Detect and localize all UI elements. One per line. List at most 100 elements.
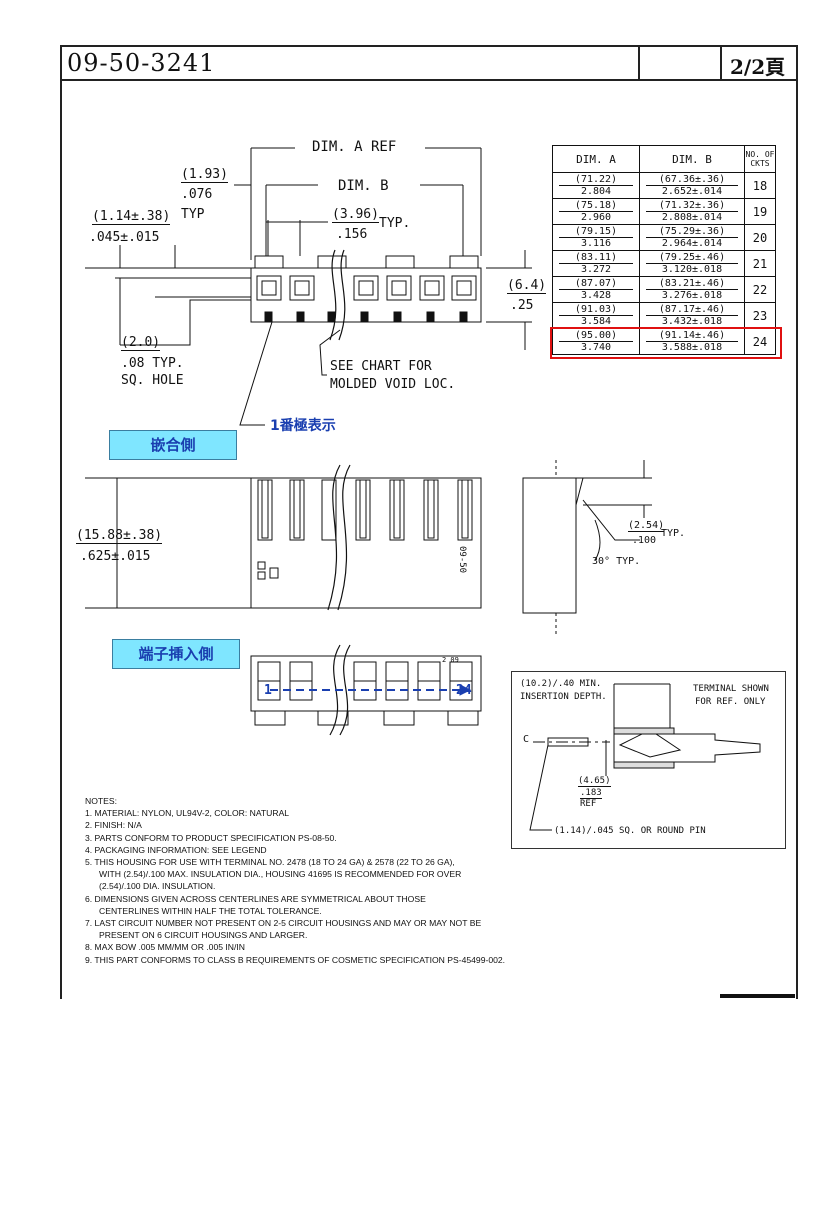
housing-end-view bbox=[522, 477, 577, 614]
ckt-count: 23 bbox=[744, 302, 776, 329]
dim-b-in: 3.588±.018 bbox=[661, 342, 723, 353]
dim-b-in: 3.120±.018 bbox=[661, 264, 723, 275]
angle-label: 30° TYP. bbox=[592, 556, 641, 567]
drawing-sheet: 09-50-3241 2/2頁 bbox=[60, 45, 798, 999]
dim-a-in: 3.428 bbox=[580, 290, 612, 301]
dim-b-mm: (75.29±.36) bbox=[646, 226, 738, 238]
dim-a-in: 3.116 bbox=[580, 238, 612, 249]
dim-b-mm: (83.21±.46) bbox=[646, 278, 738, 290]
header-dim-b: DIM. B bbox=[639, 145, 745, 173]
dim-a-mm: (95.00) bbox=[559, 330, 633, 342]
dim-b-in: 3.276±.018 bbox=[661, 290, 723, 301]
dim-a-mm: (87.07) bbox=[559, 278, 633, 290]
header-divider bbox=[720, 47, 722, 79]
dim-b-in: 2.964±.014 bbox=[661, 238, 723, 249]
ckt-count: 21 bbox=[744, 250, 776, 277]
mating-side-label: 嵌合側 bbox=[109, 430, 237, 460]
dim-b-in: 2.808±.014 bbox=[661, 212, 723, 223]
insertion-detail bbox=[511, 671, 786, 849]
notes-title: NOTES: bbox=[85, 796, 117, 806]
bottom-bar bbox=[720, 994, 795, 998]
dim-b-mm: (67.36±.36) bbox=[646, 174, 738, 186]
table-row: (75.18)2.960 (71.32±.36)2.808±.014 19 bbox=[552, 198, 776, 225]
dim-465-in: .183 bbox=[580, 788, 602, 799]
header-dim-a: DIM. A bbox=[552, 145, 640, 173]
table-row: (87.07)3.428 (83.21±.46)3.276±.018 22 bbox=[552, 276, 776, 303]
dim-193-typ: TYP bbox=[181, 207, 205, 222]
dim-465-ref: REF bbox=[580, 799, 597, 809]
title-block: 09-50-3241 2/2頁 bbox=[62, 47, 796, 81]
pin-first-label: 1 bbox=[264, 683, 272, 698]
dim-a-mm: (75.18) bbox=[559, 200, 633, 212]
dim-254-in: .100 bbox=[632, 535, 657, 546]
chart-note-line-2: MOLDED VOID LOC. bbox=[330, 377, 456, 392]
dim-254-typ: TYP. bbox=[661, 528, 686, 539]
note-1: 1. MATERIAL: NYLON, UL94V-2, COLOR: NATU… bbox=[85, 808, 290, 819]
notes-block: NOTES: 1. MATERIAL: NYLON, UL94V-2, COLO… bbox=[85, 795, 505, 966]
ckt-count: 24 bbox=[744, 328, 776, 355]
dim-a-mm: (71.22) bbox=[559, 174, 633, 186]
dim-396-typ: TYP. bbox=[379, 216, 411, 231]
table-row: (95.00)3.740 (91.14±.46)3.588±.018 24 bbox=[552, 328, 776, 355]
dim-1588-mm: (15.88±.38) bbox=[76, 528, 163, 544]
centerline-label: C bbox=[523, 734, 530, 745]
dim-a-in: 3.740 bbox=[580, 342, 612, 353]
dim-64-mm: (6.4) bbox=[507, 278, 547, 294]
note-2: 2. FINISH: N/A bbox=[85, 820, 142, 831]
dim-a-mm: (83.11) bbox=[559, 252, 633, 264]
dim-20-mm: (2.0) bbox=[121, 335, 161, 351]
table-row: (71.22)2.804 (67.36±.36)2.652±.014 18 bbox=[552, 172, 776, 199]
table-row: (79.15)3.116 (75.29±.36)2.964±.014 20 bbox=[552, 224, 776, 251]
dim-254-mm: (2.54) bbox=[628, 520, 665, 532]
dim-396-mm: (3.96) bbox=[332, 207, 379, 223]
dim-b-mm: (79.25±.46) bbox=[646, 252, 738, 264]
mold-mark: 2 09 bbox=[442, 656, 459, 664]
dim-1588-in: .625±.015 bbox=[80, 549, 151, 564]
insertion-depth-2: INSERTION DEPTH. bbox=[520, 692, 607, 702]
dim-114-in: .045±.015 bbox=[89, 230, 160, 245]
terminal-shown-1: TERMINAL SHOWN bbox=[693, 684, 769, 694]
note-5-cont: WITH (2.54)/.100 MAX. INSULATION DIA., H… bbox=[99, 869, 462, 880]
dim-193-mm: (1.93) bbox=[181, 167, 228, 183]
header-ckts: NO. OF CKTS bbox=[744, 145, 776, 173]
terminal-shown-2: FOR REF. ONLY bbox=[695, 697, 766, 707]
pin-size-note: (1.14)/.045 SQ. OR ROUND PIN bbox=[554, 826, 706, 836]
note-4: 4. PACKAGING INFORMATION: SEE LEGEND bbox=[85, 844, 267, 855]
terminal-side-label: 端子挿入側 bbox=[112, 639, 240, 669]
dim-b-mm: (71.32±.36) bbox=[646, 200, 738, 212]
pin-last-label: 24 bbox=[456, 683, 472, 698]
dim-a-mm: (91.03) bbox=[559, 304, 633, 316]
dim-a-mm: (79.15) bbox=[559, 226, 633, 238]
dim-a-in: 2.960 bbox=[580, 212, 612, 223]
table-row: (83.11)3.272 (79.25±.46)3.120±.018 21 bbox=[552, 250, 776, 277]
note-5: 5. THIS HOUSING FOR USE WITH TERMINAL NO… bbox=[85, 857, 455, 868]
pin1-indicator-label: 1番極表示 bbox=[270, 418, 336, 434]
part-number: 09-50-3241 bbox=[67, 49, 216, 77]
note-7: 7. LAST CIRCUIT NUMBER NOT PRESENT ON 2-… bbox=[85, 918, 482, 929]
dim-193-in: .076 bbox=[181, 187, 213, 202]
molded-mark: 09-50 bbox=[457, 546, 467, 574]
dim-a-in: 3.584 bbox=[580, 316, 612, 327]
ckt-count: 22 bbox=[744, 276, 776, 303]
dim-a-in: 2.804 bbox=[580, 186, 612, 197]
sq-hole-label: SQ. HOLE bbox=[121, 373, 184, 388]
note-6: 6. DIMENSIONS GIVEN ACROSS CENTERLINES A… bbox=[85, 893, 426, 904]
housing-side-view bbox=[250, 477, 482, 609]
dim-64-in: .25 bbox=[510, 298, 534, 313]
ckt-count: 18 bbox=[744, 172, 776, 199]
dim-b-mm: (91.14±.46) bbox=[646, 330, 738, 342]
note-8: 8. MAX BOW .005 MM/MM OR .005 IN/IN bbox=[85, 942, 245, 953]
ckt-count: 20 bbox=[744, 224, 776, 251]
table-row: (91.03)3.584 (87.17±.46)3.432±.018 23 bbox=[552, 302, 776, 329]
housing-terminal-view bbox=[250, 655, 482, 712]
dim-b-in: 3.432±.018 bbox=[661, 316, 723, 327]
dim-b-in: 2.652±.014 bbox=[661, 186, 723, 197]
dim-b-mm: (87.17±.46) bbox=[646, 304, 738, 316]
dim-b-label: DIM. B bbox=[338, 178, 389, 194]
dimension-table: DIM. A DIM. B NO. OF CKTS (71.22)2.804 (… bbox=[552, 145, 776, 355]
note-7-cont: PRESENT ON 6 CIRCUIT HOUSINGS AND LARGER… bbox=[99, 930, 308, 941]
chart-note-line-1: SEE CHART FOR bbox=[330, 359, 432, 374]
header-divider bbox=[638, 47, 640, 79]
ckt-count: 19 bbox=[744, 198, 776, 225]
